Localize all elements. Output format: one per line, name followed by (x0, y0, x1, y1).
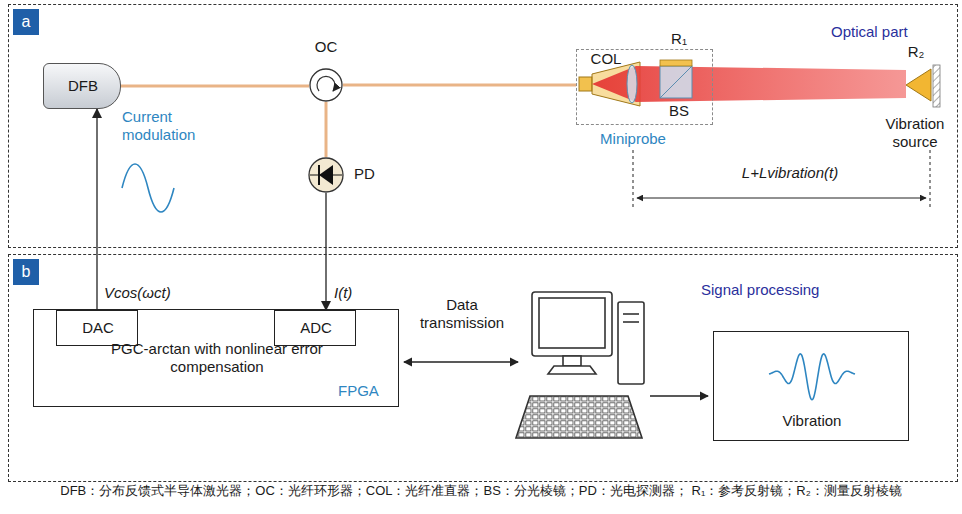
node-label: R₂ (899, 43, 933, 61)
node-caption: Optical part (831, 23, 951, 41)
part-label: Data transmission (404, 296, 520, 332)
beam-splitter-part (660, 66, 692, 98)
reflector-prism-outline-part (933, 65, 940, 107)
part-label: Vcos(ωct) (104, 284, 204, 302)
part-label: R₁ (664, 30, 694, 48)
computer-icon-part (623, 313, 639, 315)
dimension-line-part (633, 150, 634, 210)
data-link-arrow (404, 361, 518, 362)
laser-box: DFB (43, 63, 121, 109)
reflector-prism: R₂Vibration source (881, 41, 953, 151)
reflector-prism-outline-part (906, 69, 931, 101)
dimension-line-part (637, 198, 926, 199)
photodetector-symbol-outline-part (309, 158, 343, 192)
optical-fiber (121, 85, 309, 88)
part-label: COL (586, 50, 626, 68)
computer-icon-part (618, 302, 644, 384)
optical-fiber (343, 84, 576, 87)
output-box-outline-part (769, 354, 855, 400)
circulator-symbol-outline-part (310, 69, 342, 101)
part-label: BS (662, 102, 696, 120)
node-label: ADC (275, 319, 357, 337)
dimension-line (633, 150, 930, 210)
circulator-symbol-outline (309, 68, 343, 102)
lens (627, 65, 637, 103)
photodetector-symbol-outline-part (310, 175, 342, 176)
photodetector-symbol: PD (308, 157, 344, 193)
node-label: a (13, 9, 39, 35)
beam-splitter (660, 66, 692, 98)
beam-splitter-part (660, 66, 692, 98)
node-label: Vibration (714, 412, 910, 430)
output-box: Vibration (713, 331, 909, 441)
node-label: PD (354, 165, 394, 183)
computer-icon-part (548, 366, 596, 374)
node-label: DAC (57, 319, 139, 337)
part-label: L+Lvibration(t) (720, 164, 860, 182)
computer-icon-part (539, 298, 605, 348)
computer-icon (516, 292, 644, 438)
dimension-line-part (930, 150, 931, 210)
reference-mirror (660, 60, 692, 66)
optical-fiber (325, 102, 328, 157)
circulator-symbol-outline-part (317, 76, 335, 91)
computer-icon-part (532, 292, 612, 356)
node-label: PGC-arctan with nonlinear error compensa… (74, 340, 360, 376)
laser-beam (592, 66, 906, 102)
part-label: I(t) (334, 284, 374, 302)
collimator-part (579, 77, 592, 91)
photodetector-symbol-outline (308, 157, 344, 193)
output-arrow (650, 395, 708, 396)
node-label: Miniprobe (583, 130, 683, 148)
node-caption: Signal processing (701, 281, 861, 299)
node-caption: Vibration source (867, 115, 962, 151)
node-caption: FPGA (338, 382, 394, 400)
signal-arrow (96, 109, 97, 310)
modulation-wave (122, 164, 174, 212)
fpga-box: PGC-arctan with nonlinear error compensa… (33, 309, 399, 407)
figure-caption: DFB：分布反馈式半导体激光器；OC：光纤环形器；COL：光纤准直器；BS：分光… (8, 484, 954, 498)
node-label: b (13, 259, 39, 285)
computer-icon-part (516, 396, 642, 438)
computer-icon-part (563, 356, 581, 366)
node-label: DFB (44, 77, 122, 95)
signal-arrow (325, 193, 326, 310)
computer-icon-part (623, 321, 639, 323)
part-label: Current modulation (122, 108, 212, 144)
node-label: OC (296, 38, 356, 56)
circulator-symbol: OC (309, 68, 343, 102)
